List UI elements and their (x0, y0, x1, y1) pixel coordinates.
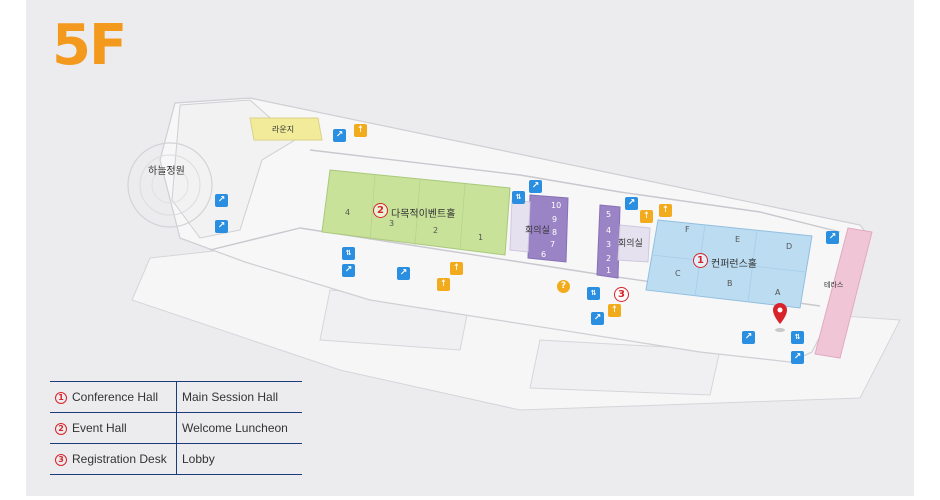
legend-row: 1 Conference Hall Main Session Hall (50, 381, 302, 413)
meeting-room-number: 1 (606, 266, 612, 275)
meeting-room-number: 4 (606, 226, 612, 235)
conference-section: A (775, 288, 781, 297)
legend-row: 2 Event Hall Welcome Luncheon (50, 412, 302, 444)
legend-marker: 2 (55, 422, 67, 435)
escalator-icon: ↗ (215, 194, 228, 207)
meeting-room-number: 10 (551, 201, 562, 210)
marker-registration-desk: 3 (614, 287, 629, 302)
escalator-icon: ↗ (625, 197, 638, 210)
conference-section: D (786, 242, 793, 251)
location-pin-icon (773, 303, 787, 332)
meeting-room-number: 2 (606, 254, 612, 263)
conference-section: E (735, 235, 741, 244)
legend-marker: 1 (55, 391, 67, 404)
lounge-label: 라운지 (272, 125, 295, 134)
legend-place-text: Conference Hall (72, 390, 159, 404)
escalator-icon: ↗ (529, 180, 542, 193)
legend-place: 1 Conference Hall (50, 381, 177, 413)
event-hall-area (321, 169, 511, 256)
terrace-label: 테라스 (824, 281, 844, 289)
restroom-icon: ☨ (640, 210, 653, 223)
legend-use: Lobby (182, 452, 215, 466)
escalator-icon: ↗ (591, 312, 604, 325)
restroom-icon: ☨ (608, 304, 621, 317)
conference-section: C (675, 269, 681, 278)
escalator-icon: ↗ (215, 220, 228, 233)
escalator-icon: ↗ (333, 129, 346, 142)
elevator-icon: ⇅ (342, 247, 355, 260)
conference-section: F (685, 225, 690, 234)
legend-use: Welcome Luncheon (182, 421, 288, 435)
info-icon: ? (557, 280, 570, 293)
event-hall-section: 4 (345, 208, 351, 217)
floor-label: 5F (52, 13, 127, 78)
meeting-room-label-a: 회의실 (525, 226, 550, 236)
meeting-room-number: 3 (606, 240, 612, 249)
elevator-icon: ⇅ (791, 331, 804, 344)
escalator-icon: ↗ (742, 331, 755, 344)
event-hall-section: 1 (478, 233, 484, 242)
elevator-icon: ⇅ (512, 191, 525, 204)
legend-place: 3 Registration Desk (50, 443, 177, 475)
meeting-room-number: 5 (606, 210, 612, 219)
restroom-icon: ☨ (659, 204, 672, 217)
event-hall-label: 다목적이벤트홀 (391, 209, 456, 220)
meeting-room-number: 6 (541, 250, 547, 259)
marker-conference-hall: 1 (693, 253, 708, 268)
lounge-area (249, 117, 323, 141)
escalator-icon: ↗ (342, 264, 355, 277)
sky-garden-label: 하늘정원 (148, 166, 185, 177)
escalator-icon: ↗ (397, 267, 410, 280)
meeting-room-number: 7 (550, 240, 556, 249)
restroom-icon: ☨ (437, 278, 450, 291)
meeting-rooms-a (509, 194, 569, 263)
terrace-area (814, 227, 873, 359)
meeting-room-label-b: 회의실 (618, 239, 643, 249)
conference-hall-label: 컨퍼런스홀 (711, 259, 757, 270)
legend-place-text: Registration Desk (72, 452, 167, 466)
escalator-icon: ↗ (791, 351, 804, 364)
legend-row: 3 Registration Desk Lobby (50, 443, 302, 475)
legend-place: 2 Event Hall (50, 412, 177, 444)
conference-section: B (727, 279, 733, 288)
restroom-icon: ☨ (450, 262, 463, 275)
meeting-room-number: 9 (552, 215, 558, 224)
meeting-rooms-b (596, 204, 651, 279)
legend-marker: 3 (55, 453, 67, 466)
legend-table: 1 Conference Hall Main Session Hall 2 Even… (50, 381, 302, 475)
lower-floor-outline (131, 245, 901, 411)
conference-hall-area (645, 219, 813, 309)
elevator-icon: ⇅ (587, 287, 600, 300)
legend-place-text: Event Hall (72, 421, 127, 435)
event-hall-section: 3 (389, 219, 395, 228)
meeting-room-number: 8 (552, 228, 558, 237)
escalator-icon: ↗ (826, 231, 839, 244)
restroom-icon: ☨ (354, 124, 367, 137)
event-hall-section: 2 (433, 226, 439, 235)
legend-use: Main Session Hall (182, 390, 279, 404)
marker-event-hall: 2 (373, 203, 388, 218)
